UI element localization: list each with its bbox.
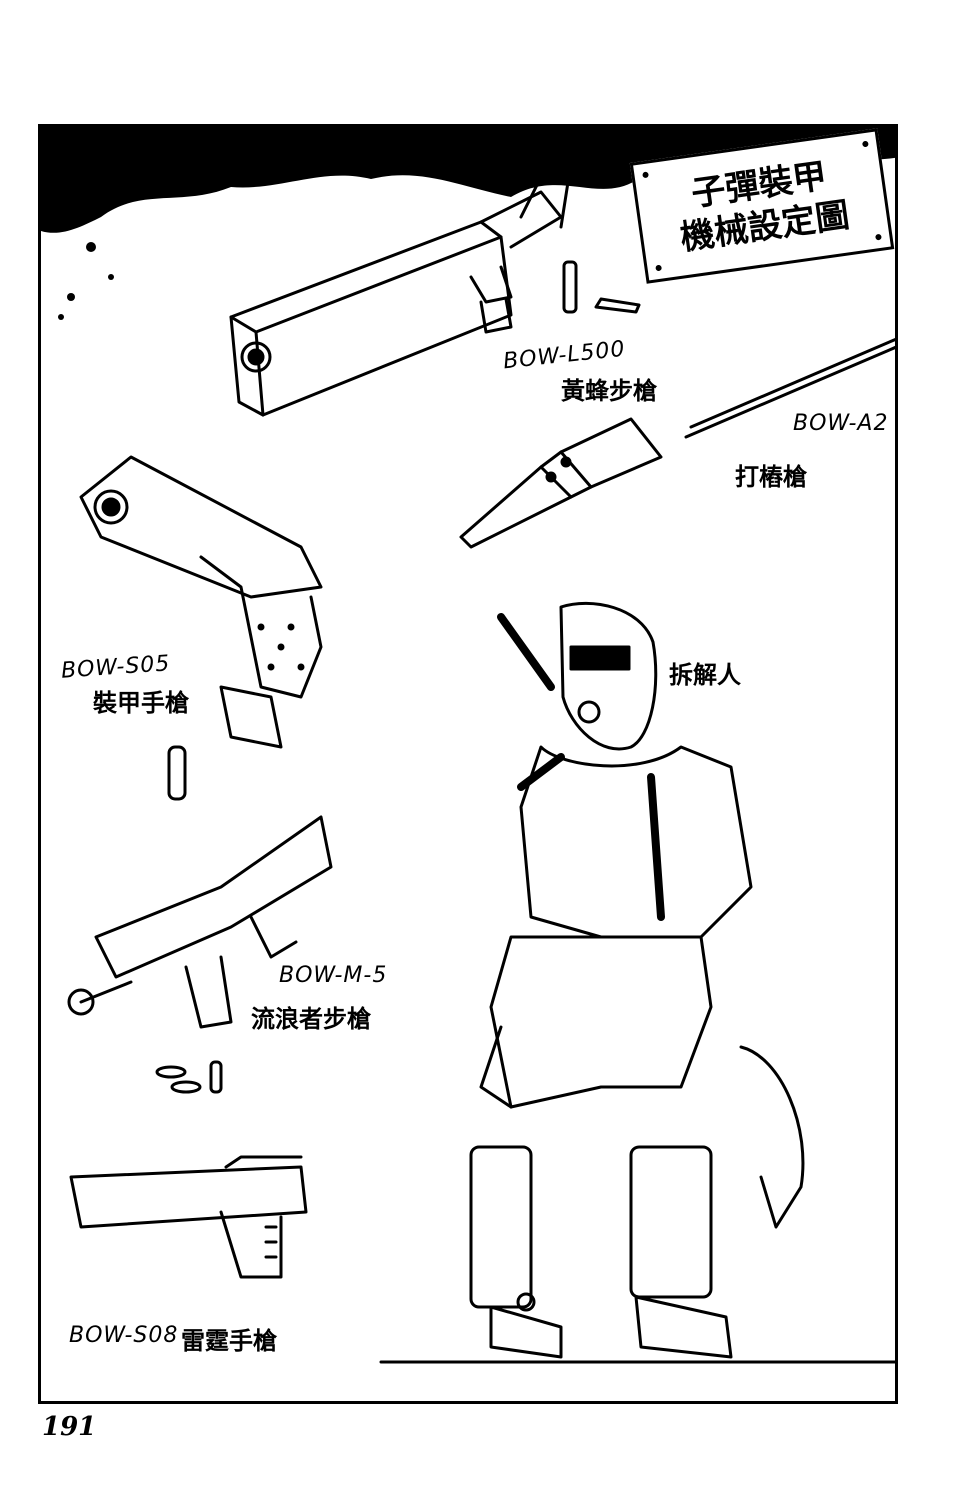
character-name: 拆解人 [669, 661, 741, 689]
pile-gun-a2-drawing [459, 337, 895, 549]
rivet-icon [655, 264, 663, 272]
dismantler-figure-drawing [379, 601, 895, 1364]
weapon-name-a2: 打樁槍 [735, 463, 807, 491]
pistol-s08-drawing [69, 1155, 308, 1279]
rivet-icon [642, 171, 649, 179]
rivet-icon [875, 233, 882, 241]
ink-splash [41, 127, 895, 233]
weapon-code-m5: BOW-M-5 [279, 963, 388, 988]
rivet-icon [861, 140, 869, 148]
weapon-name-m5: 流浪者步槍 [251, 1005, 371, 1033]
pistol-s05-drawing [79, 455, 323, 801]
illustration-panel: 子彈裝甲 機械設定圖 BOW-L500 黃蜂步槍 BOW-A2 打樁槍 BOW-… [38, 124, 898, 1404]
weapon-design-drawings [41, 127, 895, 1364]
weapon-name-s05: 裝甲手槍 [93, 689, 189, 717]
weapon-name-l500: 黃蜂步槍 [561, 377, 657, 405]
weapon-name-s08: 雷霆手槍 [181, 1327, 277, 1355]
weapon-code-a2: BOW-A2 [793, 411, 889, 436]
rifle-l500-drawing [229, 161, 641, 417]
page-number: 191 [42, 1412, 97, 1442]
weapon-code-s08: BOW-S08 [69, 1323, 179, 1348]
rifle-m5-drawing [67, 815, 333, 1094]
